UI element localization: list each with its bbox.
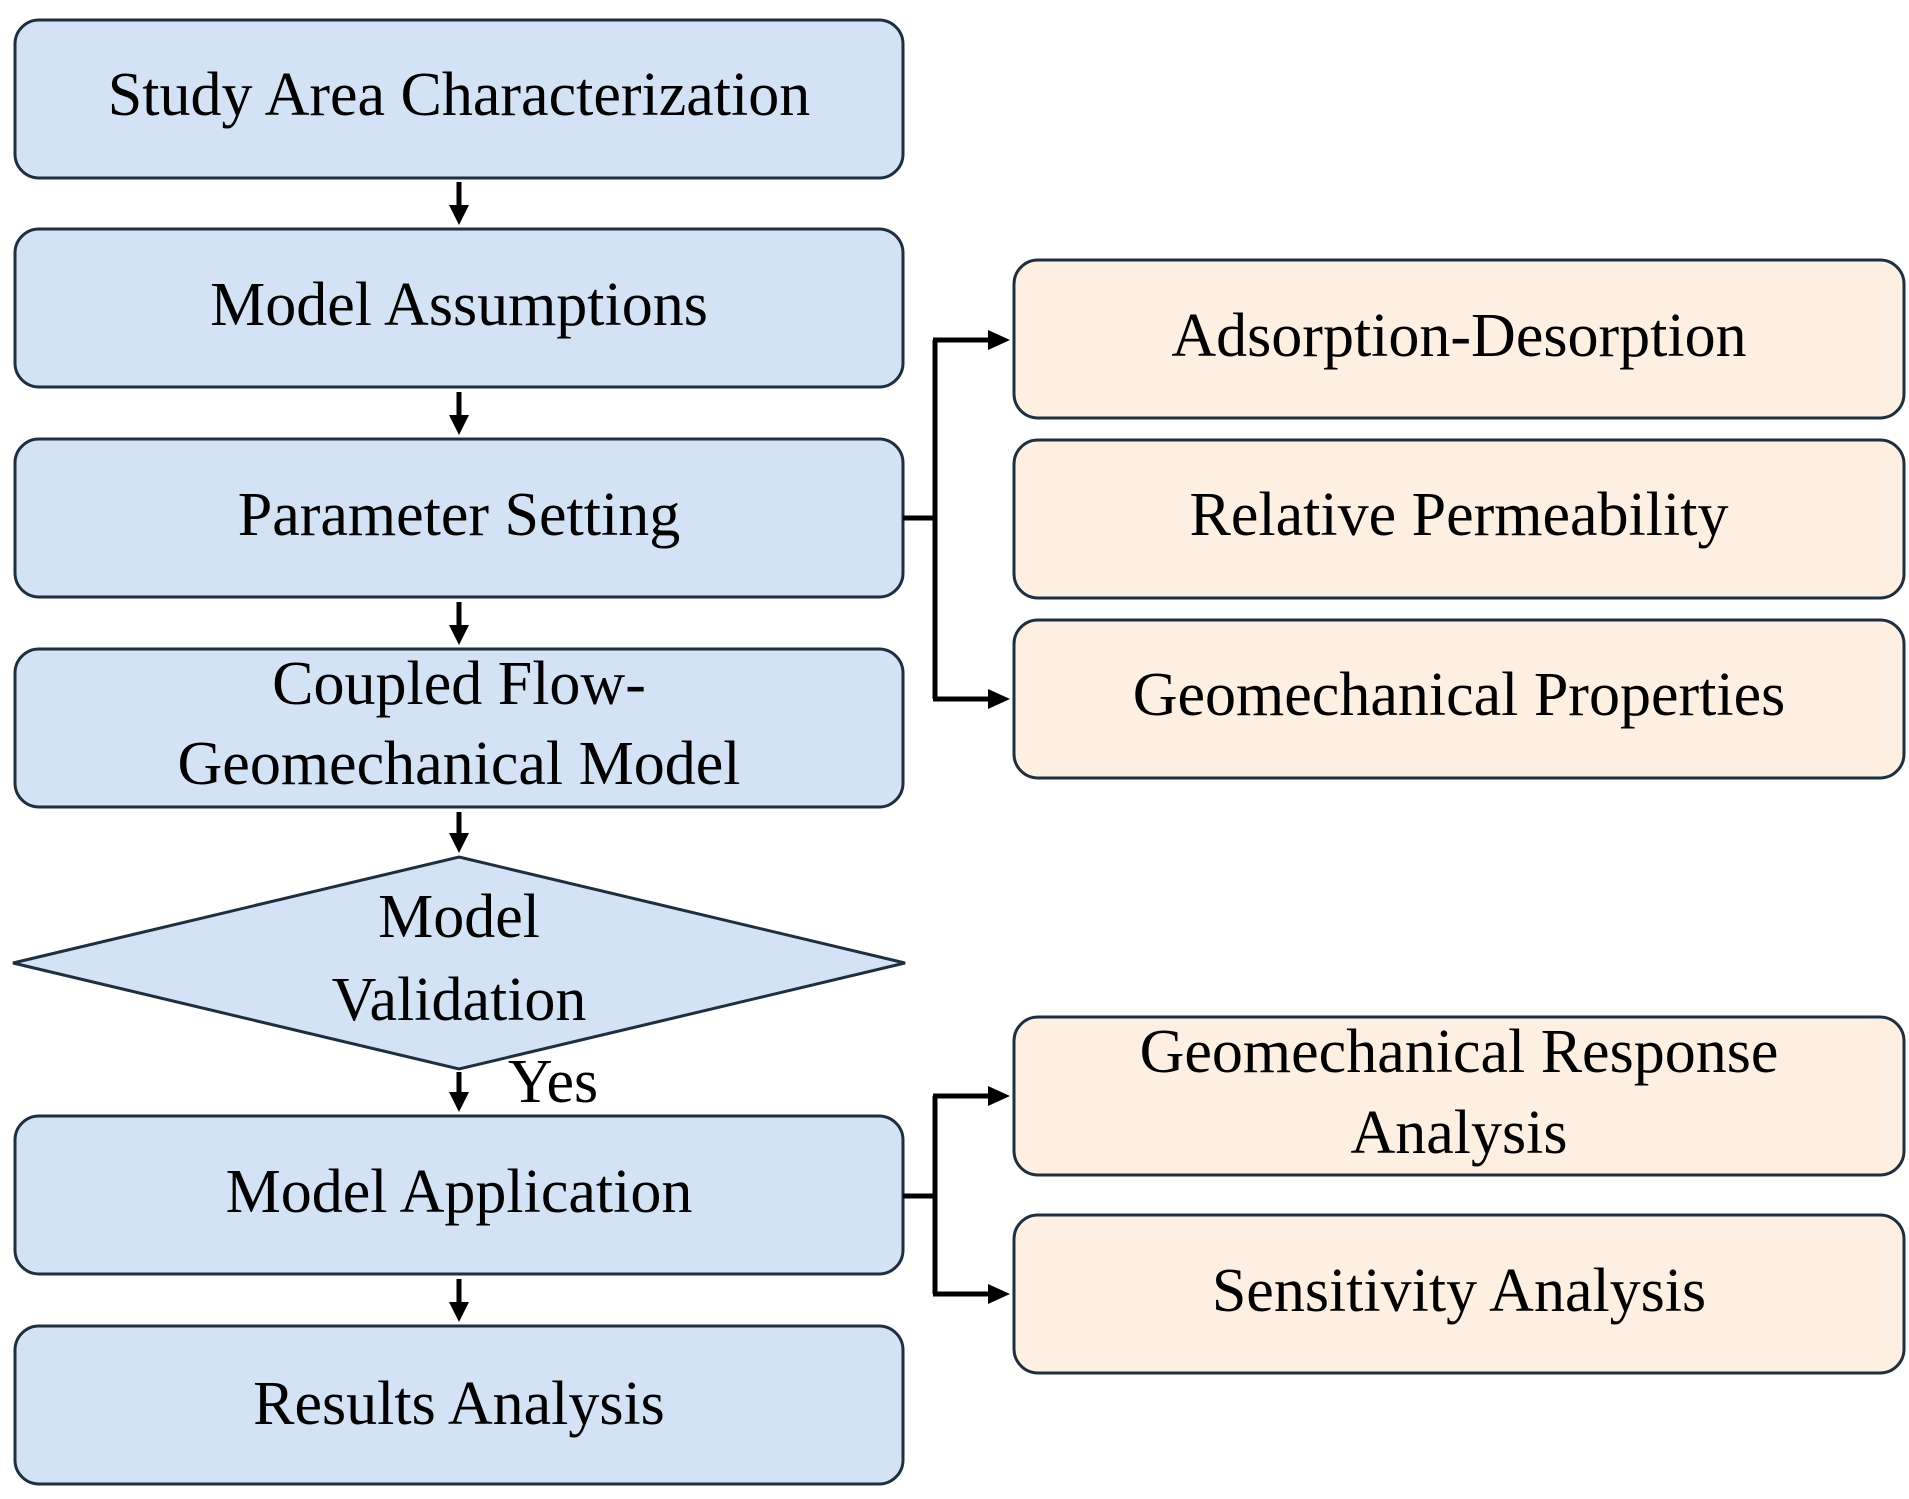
node-model-application-label: Model Application — [226, 1158, 693, 1226]
node-geomechanical-response-analysis: Geomechanical Response Analysis — [1012, 1015, 1906, 1177]
arrow-parameters-to-coupled-model — [449, 602, 469, 645]
arrow-validation-to-application — [449, 1072, 469, 1112]
node-model-assumptions: Model Assumptions — [13, 227, 905, 389]
node-coupled-model-label-line1: Coupled Flow- — [272, 650, 646, 718]
arrow-application-to-results — [449, 1279, 469, 1322]
node-relative-permeability-label: Relative Permeability — [1190, 481, 1729, 549]
node-adsorption-desorption: Adsorption-Desorption — [1012, 258, 1906, 420]
node-parameter-setting: Parameter Setting — [13, 437, 905, 599]
node-model-application: Model Application — [13, 1114, 905, 1276]
connector-model-application-bracket — [903, 1086, 1010, 1304]
node-parameter-setting-label: Parameter Setting — [238, 481, 680, 549]
node-geomechanical-response-analysis-label-line1: Geomechanical Response — [1140, 1018, 1779, 1086]
node-geomechanical-response-analysis-label-line2: Analysis — [1351, 1099, 1568, 1167]
node-study-area: Study Area Characterization — [13, 18, 905, 180]
node-results-analysis: Results Analysis — [13, 1324, 905, 1486]
node-model-validation-label-line1: Model — [378, 883, 540, 951]
node-results-analysis-label: Results Analysis — [253, 1370, 665, 1438]
node-geomechanical-properties: Geomechanical Properties — [1012, 618, 1906, 780]
arrow-coupled-model-to-validation — [449, 812, 469, 853]
node-model-assumptions-label: Model Assumptions — [210, 271, 708, 339]
edge-label-yes: Yes — [508, 1048, 598, 1116]
node-sensitivity-analysis-label: Sensitivity Analysis — [1212, 1257, 1706, 1325]
node-adsorption-desorption-label: Adsorption-Desorption — [1171, 302, 1746, 370]
arrow-study-to-assumptions — [449, 182, 469, 225]
arrow-assumptions-to-parameters — [449, 392, 469, 435]
node-study-area-label: Study Area Characterization — [108, 61, 810, 129]
node-relative-permeability: Relative Permeability — [1012, 438, 1906, 600]
node-sensitivity-analysis: Sensitivity Analysis — [1012, 1213, 1906, 1375]
node-geomechanical-properties-label: Geomechanical Properties — [1133, 661, 1785, 729]
node-coupled-model-label-line2: Geomechanical Model — [178, 730, 741, 798]
node-model-validation: Model Validation — [12, 855, 906, 1071]
connector-parameter-setting-bracket — [903, 330, 1010, 709]
node-coupled-model: Coupled Flow- Geomechanical Model — [13, 647, 905, 809]
node-model-validation-label-line2: Validation — [332, 966, 587, 1034]
